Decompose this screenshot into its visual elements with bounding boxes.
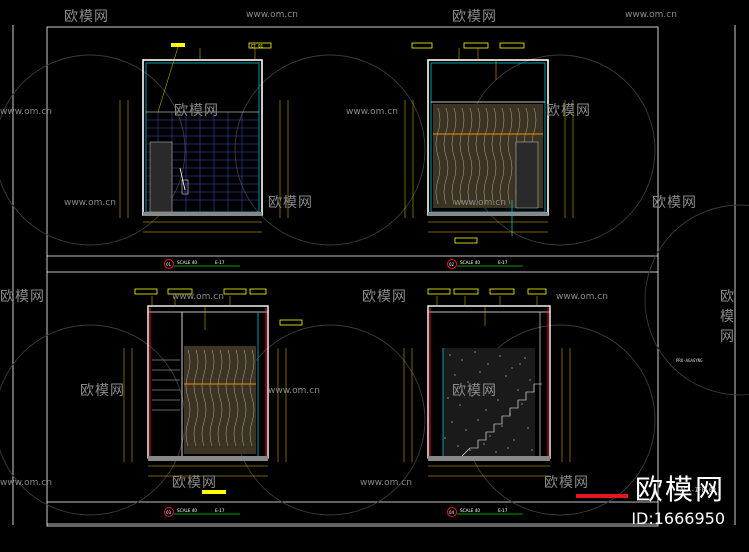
view-scale: SCALE 40 xyxy=(460,260,480,265)
view-number: 02 xyxy=(449,262,455,267)
watermark-brand: 欧模网 xyxy=(452,9,497,25)
watermark-brand: 欧模网 xyxy=(268,195,313,211)
watermark-url: www.om.cn xyxy=(0,107,52,117)
red-accent-bar xyxy=(576,494,628,498)
view-code: E-17 xyxy=(498,260,508,265)
view-label-1: 01 SCALE 40 E-17 xyxy=(164,259,240,269)
watermark-url: www.om.cn xyxy=(0,478,52,488)
watermark-url: www.om.cn xyxy=(360,478,412,488)
view-code: E-17 xyxy=(215,508,225,513)
watermark-url: www.om.cn xyxy=(625,10,677,20)
stone-speckle xyxy=(444,351,533,453)
sheet-frame xyxy=(12,25,736,527)
view-scale: SCALE 40 xyxy=(460,508,480,513)
svg-text:CT 01: CT 01 xyxy=(251,43,264,48)
watermark-brand: 欧模网 xyxy=(362,289,407,305)
view-number: 03 xyxy=(166,510,172,515)
view-label-4: 04 SCALE 40 E-17 xyxy=(447,507,523,517)
watermark-url: www.om.cn xyxy=(556,292,608,302)
view-number: 01 xyxy=(166,262,172,267)
watermark-url: www.om.cn xyxy=(268,386,320,396)
elevation-view-2 xyxy=(404,42,574,244)
elevation-view-3 xyxy=(123,288,303,494)
brand-logo-text: 欧模网 xyxy=(634,473,725,506)
watermark-brand: 欧模网 xyxy=(172,475,217,491)
side-note: PRO-AGAGYNG xyxy=(676,358,703,363)
watermark-url: www.om.cn xyxy=(346,107,398,117)
watermark-brand: 欧模网 xyxy=(546,103,591,119)
view-label-2: 02 SCALE 40 E-17 xyxy=(447,259,523,269)
view-number: 04 xyxy=(449,510,455,515)
watermark-brand: 欧模网 xyxy=(544,475,589,491)
watermark-brand: 欧模网 xyxy=(0,289,45,305)
watermark-url: www.om.cn xyxy=(64,198,116,208)
watermark-brand: 欧模网 xyxy=(452,383,497,399)
view-label-3: 03 SCALE 40 E-17 xyxy=(164,507,240,517)
sheet-number: AEA-IFF-02 xyxy=(680,487,717,494)
watermark-brand: 欧模网 xyxy=(652,195,697,211)
elevation-view-4 xyxy=(403,288,571,477)
view-code: E-17 xyxy=(498,508,508,513)
watermark-arcs xyxy=(0,54,749,516)
watermark-url: www.om.cn xyxy=(246,10,298,20)
view-scale: SCALE 40 xyxy=(177,260,197,265)
view-code: E-17 xyxy=(215,260,225,265)
watermark-brand: 欧模网 xyxy=(80,383,125,399)
watermark-brand: 欧模网 xyxy=(174,103,219,119)
elevation-view-1: CT 01 xyxy=(119,42,289,233)
view-scale: SCALE 40 xyxy=(177,508,197,513)
brand-id: ID:1666950 xyxy=(631,509,725,528)
watermark-url: www.om.cn xyxy=(454,198,506,208)
watermark-brand: 欧模网 xyxy=(64,9,109,25)
watermark-url: www.om.cn xyxy=(172,292,224,302)
watermark-brand: 欧模网 xyxy=(720,289,735,345)
